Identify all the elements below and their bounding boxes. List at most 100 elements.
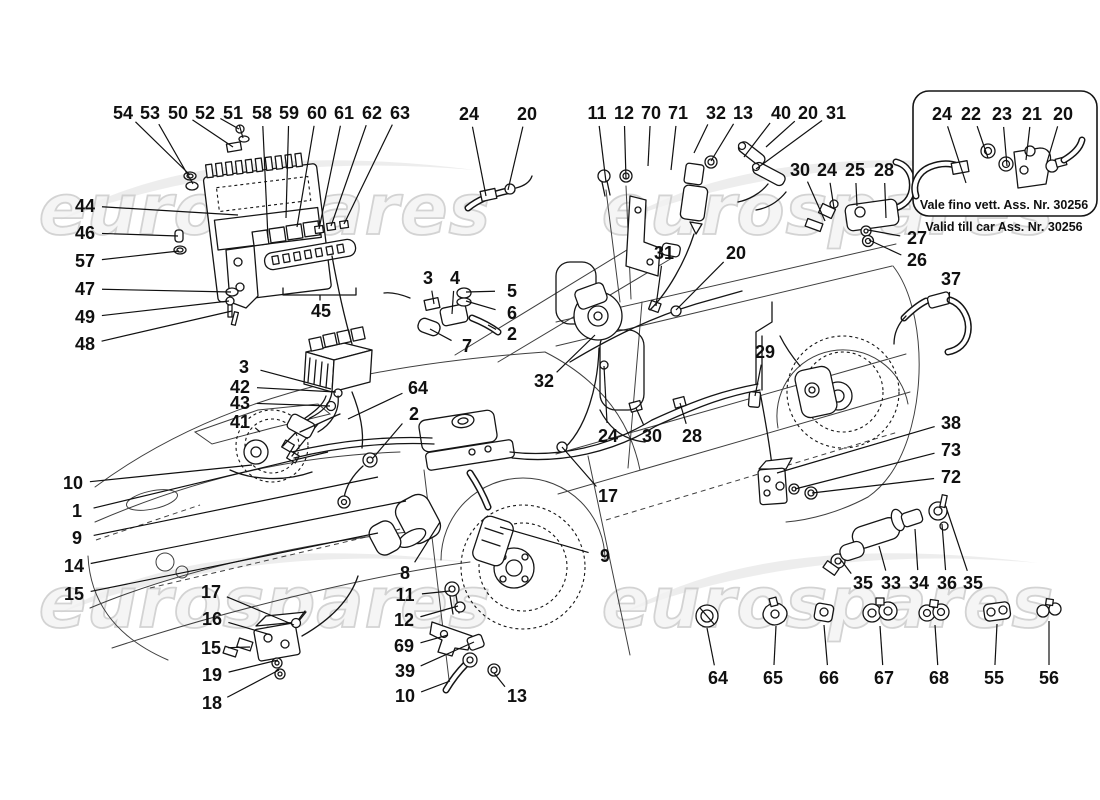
part-label-50: 50 bbox=[168, 103, 188, 123]
leader-line-50 bbox=[192, 119, 234, 148]
part-label-66: 66 bbox=[819, 668, 839, 688]
leader-line-10 bbox=[89, 464, 253, 483]
clip-56 bbox=[1036, 597, 1062, 618]
part-label-53: 53 bbox=[140, 103, 160, 123]
watermark-swoosh bbox=[60, 160, 475, 220]
leader-line-49 bbox=[101, 300, 230, 317]
leader-line-20 bbox=[1046, 126, 1059, 163]
leader-line-60 bbox=[296, 125, 315, 228]
part-label-31: 31 bbox=[654, 243, 674, 263]
union-tee-fittings bbox=[383, 287, 502, 337]
part-label-57: 57 bbox=[75, 251, 95, 271]
leader-line-3 bbox=[431, 290, 435, 305]
part-label-29: 29 bbox=[755, 342, 775, 362]
part-label-24: 24 bbox=[817, 160, 837, 180]
part-label-24: 24 bbox=[459, 104, 479, 124]
part-label-20: 20 bbox=[726, 243, 746, 263]
part-label-27: 27 bbox=[907, 228, 927, 248]
leader-line-39 bbox=[420, 641, 475, 667]
part-label-30: 30 bbox=[790, 160, 810, 180]
part-label-23: 23 bbox=[992, 104, 1012, 124]
leader-line-12 bbox=[420, 605, 459, 618]
leader-line-36 bbox=[941, 523, 947, 571]
car-body-rear-outline bbox=[555, 243, 920, 523]
leader-line-51 bbox=[238, 124, 244, 139]
leader-line-68 bbox=[934, 624, 939, 666]
leader-line-5 bbox=[465, 290, 496, 293]
leader-line-47 bbox=[101, 288, 232, 293]
leader-line-11 bbox=[598, 125, 607, 183]
front-left-hub bbox=[229, 409, 378, 509]
part-label-28: 28 bbox=[682, 426, 702, 446]
leader-line-23 bbox=[1003, 126, 1008, 167]
part-label-62: 62 bbox=[362, 103, 382, 123]
part-label-68: 68 bbox=[929, 668, 949, 688]
part-label-9: 9 bbox=[600, 546, 610, 566]
part-label-24: 24 bbox=[598, 426, 618, 446]
rear-right-wheel bbox=[779, 335, 900, 449]
part-label-13: 13 bbox=[733, 103, 753, 123]
leader-line-17 bbox=[226, 596, 295, 626]
part-label-69: 69 bbox=[394, 636, 414, 656]
leader-line-63 bbox=[343, 124, 393, 225]
leader-line-54 bbox=[135, 121, 191, 176]
part-label-17: 17 bbox=[201, 582, 221, 602]
abs-ecu-unit bbox=[173, 124, 357, 326]
leader-line-67 bbox=[879, 625, 884, 666]
inset-art bbox=[911, 136, 1086, 200]
leader-line-13 bbox=[493, 672, 506, 688]
leader-line-32 bbox=[693, 124, 709, 154]
leader-line-48 bbox=[101, 310, 233, 342]
leader-line-42 bbox=[256, 387, 337, 393]
part-label-67: 67 bbox=[874, 668, 894, 688]
brake-pipes bbox=[291, 185, 773, 467]
leader-line-46 bbox=[101, 232, 179, 237]
part-label-17: 17 bbox=[598, 486, 618, 506]
leader-line-24 bbox=[947, 126, 967, 184]
part-label-44: 44 bbox=[75, 196, 95, 216]
leader-line-73 bbox=[794, 452, 935, 490]
clip-67 bbox=[862, 597, 898, 623]
leader-line-31 bbox=[755, 119, 823, 170]
leader-line-7 bbox=[429, 328, 452, 342]
part-label-36: 36 bbox=[937, 573, 957, 593]
leader-line-35 bbox=[840, 559, 852, 574]
part-label-9: 9 bbox=[72, 528, 82, 548]
part-label-12: 12 bbox=[394, 610, 414, 630]
part-label-45: 45 bbox=[311, 301, 331, 321]
part-label-72: 72 bbox=[941, 467, 961, 487]
part-label-18: 18 bbox=[202, 693, 222, 713]
leader-line-9 bbox=[93, 476, 379, 537]
part-label-32: 32 bbox=[706, 103, 726, 123]
inset-caption-english: Valid till car Ass. Nr. 30256 bbox=[925, 220, 1082, 234]
relay-block bbox=[281, 326, 373, 464]
part-label-21: 21 bbox=[1022, 104, 1042, 124]
part-label-61: 61 bbox=[334, 103, 354, 123]
leader-line-44 bbox=[101, 206, 239, 216]
part-label-56: 56 bbox=[1039, 668, 1059, 688]
leader-line-20 bbox=[675, 261, 725, 311]
part-label-48: 48 bbox=[75, 334, 95, 354]
part-label-12: 12 bbox=[614, 103, 634, 123]
leader-line-28 bbox=[884, 182, 887, 219]
leader-line-2 bbox=[487, 324, 497, 330]
leader-line-57 bbox=[101, 250, 180, 261]
part-label-19: 19 bbox=[202, 665, 222, 685]
leader-line-38 bbox=[776, 426, 935, 474]
part-label-31: 31 bbox=[826, 103, 846, 123]
part-label-54: 54 bbox=[113, 103, 133, 123]
leader-line-64 bbox=[347, 392, 403, 420]
part-label-64: 64 bbox=[708, 668, 728, 688]
leader-line-14 bbox=[90, 500, 407, 565]
clip-68 bbox=[918, 598, 950, 622]
part-label-35: 35 bbox=[963, 573, 983, 593]
leader-line-52 bbox=[220, 118, 240, 130]
rear-left-caliper bbox=[555, 261, 682, 443]
leader-line-15 bbox=[227, 646, 251, 649]
leader-line-58 bbox=[262, 125, 269, 239]
leader-line-65 bbox=[773, 625, 777, 666]
leader-line-33 bbox=[878, 545, 887, 571]
